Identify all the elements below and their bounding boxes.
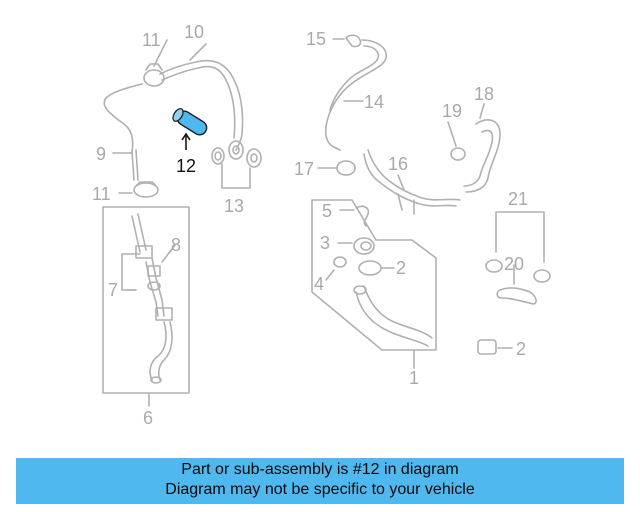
part-21-clamp-b — [533, 269, 551, 283]
part-12-highlighted[interactable] — [171, 107, 209, 150]
callout-2a: 2 — [396, 258, 406, 278]
part-9-hose — [103, 83, 143, 181]
callout-18: 18 — [474, 84, 494, 104]
part-1-hose — [355, 285, 433, 347]
part-2-clamp — [358, 260, 382, 276]
part-6-hose-lower — [149, 321, 173, 381]
info-banner: Part or sub-assembly is #12 in diagram D… — [16, 458, 624, 504]
part-13-gasket-b — [228, 140, 244, 160]
callout-11a: 11 — [142, 30, 161, 50]
callout-3: 3 — [320, 233, 330, 253]
callout-8: 8 — [171, 235, 181, 255]
group-box-6 — [102, 206, 190, 394]
callout-5: 5 — [322, 201, 332, 221]
part-13-gasket-c — [246, 148, 262, 168]
callout-14: 14 — [364, 92, 384, 112]
callout-13: 13 — [224, 196, 244, 216]
part-10-pipe — [159, 59, 244, 151]
part-11-lower-clamp — [133, 182, 159, 198]
callout-11b: 11 — [92, 184, 111, 204]
callout-1: 1 — [409, 368, 419, 388]
callout-2b: 2 — [516, 339, 526, 359]
callout-20: 20 — [504, 254, 524, 274]
callout-21: 21 — [508, 189, 528, 209]
part-17-clamp — [336, 160, 356, 176]
part-4-oring — [333, 256, 347, 268]
part-5-bracket — [355, 205, 370, 227]
part-18-hose — [465, 119, 501, 193]
part-15-clamp — [345, 34, 362, 48]
part-11-clamp — [143, 69, 165, 87]
part-16-pipe — [363, 153, 457, 207]
part-21-clamp-a — [485, 259, 503, 273]
callout-17: 17 — [294, 159, 314, 179]
callout-16: 16 — [388, 154, 408, 174]
banner-line-1: Part or sub-assembly is #12 in diagram — [181, 461, 459, 478]
callout-19: 19 — [442, 101, 462, 121]
part-19-clamp — [450, 147, 466, 161]
part-13-gasket-a — [211, 147, 225, 165]
callout-12: 12 — [176, 156, 196, 176]
part-3-connector — [353, 237, 375, 255]
banner-line-2: Diagram may not be specific to your vehi… — [165, 481, 475, 498]
group-box-1 — [311, 199, 437, 351]
callout-4: 4 — [314, 274, 324, 294]
part-21-bracket — [495, 211, 545, 263]
callout-9: 9 — [96, 144, 106, 164]
callout-6: 6 — [143, 408, 153, 428]
callout-15: 15 — [306, 29, 326, 49]
part-2-lower-clamp — [477, 339, 497, 355]
callout-7: 7 — [108, 280, 118, 300]
part-8-fitting — [147, 265, 161, 277]
parts-diagram: 1 2 2 3 4 5 6 7 8 9 10 11 11 12 13 14 15… — [92, 22, 551, 428]
part-14-pipe — [324, 39, 387, 151]
callout-10: 10 — [184, 22, 204, 42]
part-20-hose — [496, 287, 537, 305]
